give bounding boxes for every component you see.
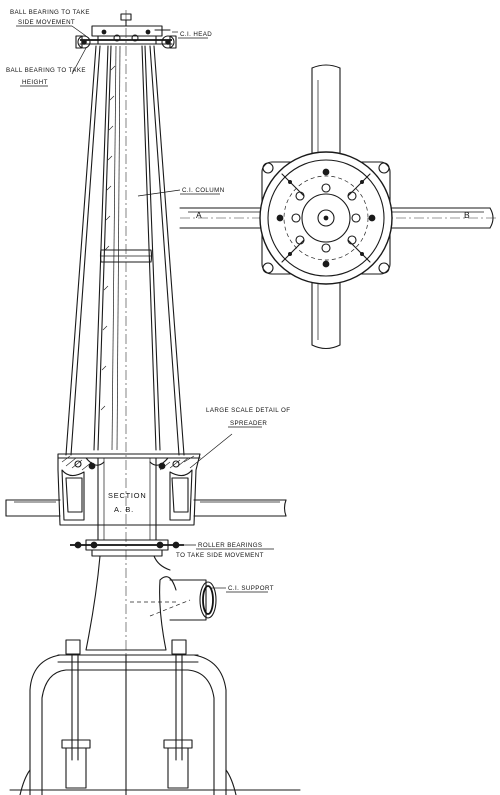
label-point-a: A [196,210,202,220]
leader-lines [71,25,233,589]
label-section-1: SECTION [108,491,146,500]
label-section-2: A. B. [114,505,134,514]
roller-bearings [70,539,184,557]
ci-head [75,25,177,49]
label-roller-1: ROLLER BEARINGS [198,542,262,549]
column-elevation [5,10,301,795]
label-ball-bearing-side-2: SIDE MOVEMENT [18,19,75,26]
label-point-b: B [464,210,470,220]
label-large-scale-1: LARGE SCALE DETAIL OF [206,407,290,414]
stay-rods [65,45,185,456]
ci-support [85,555,217,651]
label-ci-head: C.I. HEAD [180,31,212,38]
label-ball-bearing-height-2: HEIGHT [22,79,48,86]
label-ci-column: C.I. COLUMN [182,187,225,194]
label-large-scale-2: SPREADER [230,420,267,427]
label-ball-bearing-side-1: BALL BEARING TO TAKE [10,9,90,16]
plan-view [179,64,496,350]
label-ball-bearing-height-1: BALL BEARING TO TAKE [6,67,86,74]
base-pedestal [9,639,301,795]
ci-column [93,10,161,790]
label-roller-2: TO TAKE SIDE MOVEMENT [176,552,264,559]
plan-bolts [276,168,376,268]
labels: BALL BEARING TO TAKE SIDE MOVEMENT C.I. … [6,9,470,593]
horizontal-arms [5,499,287,517]
label-ci-support: C.I. SUPPORT [228,585,274,592]
